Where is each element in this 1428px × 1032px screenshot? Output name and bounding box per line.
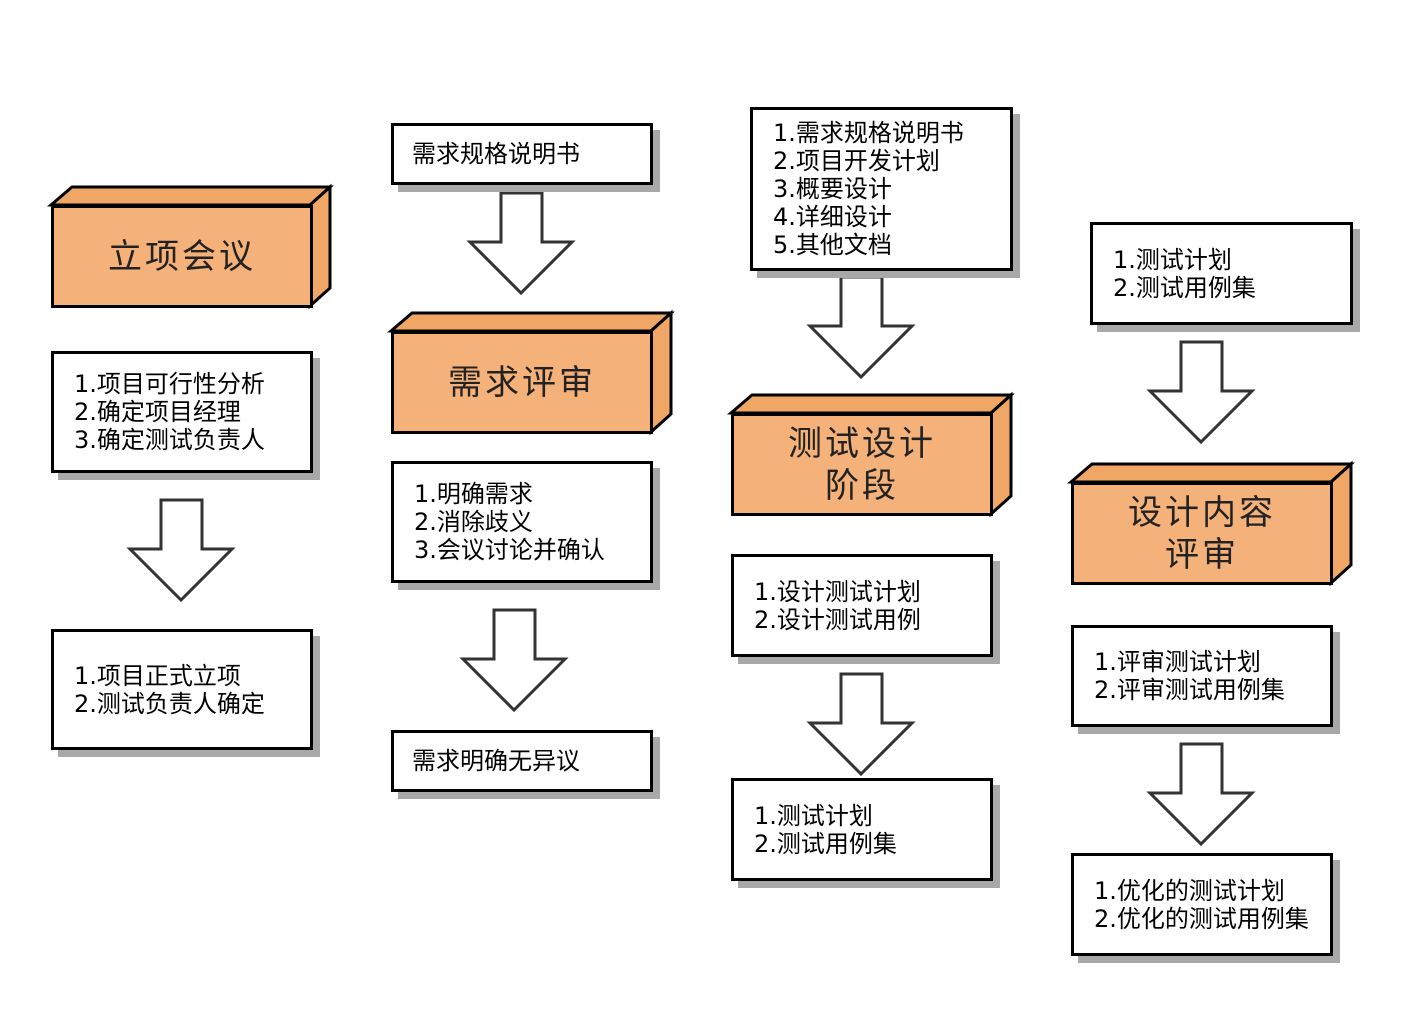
- stage-label: 阶段: [825, 465, 899, 506]
- list-item: 2.测试负责人确定: [74, 689, 265, 718]
- list-item: 2.优化的测试用例集: [1094, 904, 1309, 933]
- list-item: 5.其他文档: [773, 231, 892, 259]
- stage-3-top-face: [726, 393, 1015, 415]
- hollow-down-arrow-icon: [459, 608, 569, 713]
- list-item: 需求明确无异议: [412, 747, 580, 775]
- list-item: 2.评审测试用例集: [1094, 676, 1285, 704]
- list-item: 2.确定项目经理: [74, 398, 241, 426]
- content-review-output-box: 1.优化的测试计划 2.优化的测试用例集: [1071, 853, 1333, 956]
- content-review-tasks-box: 1.评审测试计划 2.评审测试用例集: [1071, 625, 1333, 727]
- stage-test-design: 测试设计 阶段: [731, 413, 993, 516]
- stage-2-top-face: [386, 311, 675, 333]
- list-item: 1.项目可行性分析: [74, 370, 265, 398]
- stage-4-side-face: [1329, 460, 1353, 587]
- stage-4-top-face: [1066, 462, 1355, 484]
- stage-project-initiation: 立项会议: [51, 205, 313, 308]
- stage-label: 评审: [1165, 534, 1239, 575]
- list-item: 2.设计测试用例: [754, 605, 921, 634]
- list-item: 1.明确需求: [414, 480, 533, 508]
- list-item: 需求规格说明书: [412, 140, 580, 168]
- stage-label: 设计内容: [1128, 492, 1276, 533]
- initiation-output-box: 1.项目正式立项 2.测试负责人确定: [51, 629, 313, 750]
- stage-requirements-review: 需求评审: [391, 331, 653, 434]
- list-item: 1.测试计划: [754, 801, 873, 830]
- list-item: 3.会议讨论并确认: [414, 536, 605, 564]
- hollow-down-arrow-icon: [806, 275, 916, 380]
- stage-2-side-face: [649, 309, 673, 436]
- stage-label: 需求评审: [448, 362, 596, 403]
- list-item: 1.评审测试计划: [1094, 648, 1261, 676]
- hollow-down-arrow-icon: [1146, 340, 1256, 445]
- stage-design-content-review: 设计内容 评审: [1071, 482, 1333, 585]
- list-item: 4.详细设计: [773, 203, 892, 231]
- list-item: 3.概要设计: [773, 175, 892, 203]
- design-inputs-box: 1.需求规格说明书 2.项目开发计划 3.概要设计 4.详细设计 5.其他文档: [750, 107, 1013, 271]
- list-item: 1.需求规格说明书: [773, 119, 964, 147]
- hollow-down-arrow-icon: [466, 191, 576, 296]
- hollow-down-arrow-icon: [806, 672, 916, 777]
- list-item: 2.测试用例集: [1113, 273, 1256, 302]
- list-item: 1.测试计划: [1113, 245, 1232, 274]
- stage-label: 立项会议: [108, 236, 256, 277]
- review-output-box: 需求明确无异议: [391, 730, 653, 792]
- design-tasks-box: 1.设计测试计划 2.设计测试用例: [731, 554, 993, 657]
- list-item: 1.项目正式立项: [74, 661, 241, 690]
- stage-label: 测试设计: [788, 423, 936, 464]
- list-item: 2.测试用例集: [754, 829, 897, 858]
- requirements-input-box: 需求规格说明书: [391, 123, 653, 185]
- initiation-tasks-box: 1.项目可行性分析 2.确定项目经理 3.确定测试负责人: [51, 351, 313, 473]
- list-item: 1.优化的测试计划: [1094, 876, 1285, 905]
- design-output-box: 1.测试计划 2.测试用例集: [731, 778, 993, 881]
- list-item: 2.消除歧义: [414, 508, 533, 536]
- list-item: 2.项目开发计划: [773, 147, 940, 175]
- review-tasks-box: 1.明确需求 2.消除歧义 3.会议讨论并确认: [391, 461, 653, 583]
- hollow-down-arrow-icon: [126, 498, 236, 603]
- review-inputs-box: 1.测试计划 2.测试用例集: [1090, 222, 1353, 325]
- stage-3-side-face: [989, 391, 1013, 518]
- stage-1-top-face: [46, 185, 334, 207]
- list-item: 1.设计测试计划: [754, 577, 921, 606]
- hollow-down-arrow-icon: [1146, 742, 1256, 847]
- list-item: 3.确定测试负责人: [74, 426, 265, 454]
- stage-1-side-face: [308, 183, 332, 310]
